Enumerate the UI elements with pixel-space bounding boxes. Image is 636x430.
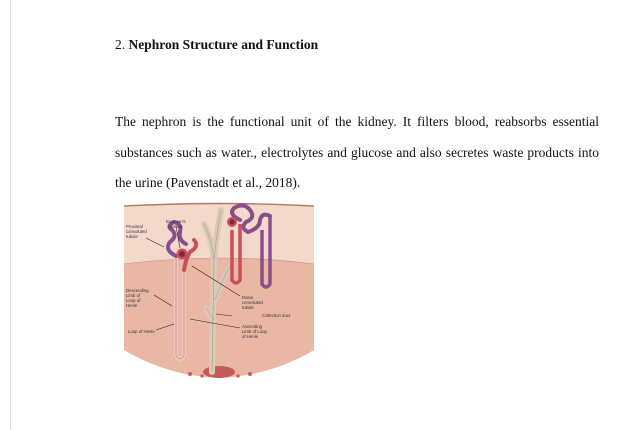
label-bowman-2: capsule [168, 224, 183, 229]
label-proximal-1: Proximal [126, 224, 143, 229]
label-distal-3: tubule [242, 305, 254, 310]
body-paragraph: The nephron is the functional unit of th… [115, 114, 599, 190]
label-descending-2: Limb of [126, 293, 141, 298]
nephron-diagram-icon: Proximal convoluted tubule Bowman's caps… [120, 200, 318, 380]
label-distal-2: convoluted [242, 300, 263, 305]
label-proximal-2: convoluted [126, 229, 147, 234]
label-descending-1: Descending [126, 288, 149, 293]
page-left-edge [10, 0, 11, 430]
label-proximal-3: tubule [126, 234, 138, 239]
label-bowman-1: Bowman's [166, 219, 186, 224]
nephron-figure-svg: Proximal convoluted tubule Bowman's caps… [120, 200, 318, 380]
label-loop-of-henle: Loop of Henle [128, 329, 155, 334]
label-descending-4: Henle [126, 303, 138, 308]
label-distal-1: Distal [242, 295, 253, 300]
section-title: Nephron Structure and Function [128, 37, 319, 52]
section-number: 2. [115, 37, 126, 52]
label-ascending-2: Limb of Loop [242, 329, 267, 334]
section-heading: 2. Nephron Structure and Function [115, 37, 318, 53]
label-ascending-3: of Henle [242, 334, 259, 339]
label-collection-duct: Collection duct [262, 313, 291, 318]
label-ascending-1: Ascending [242, 324, 263, 329]
label-descending-3: Loop of [126, 298, 141, 303]
